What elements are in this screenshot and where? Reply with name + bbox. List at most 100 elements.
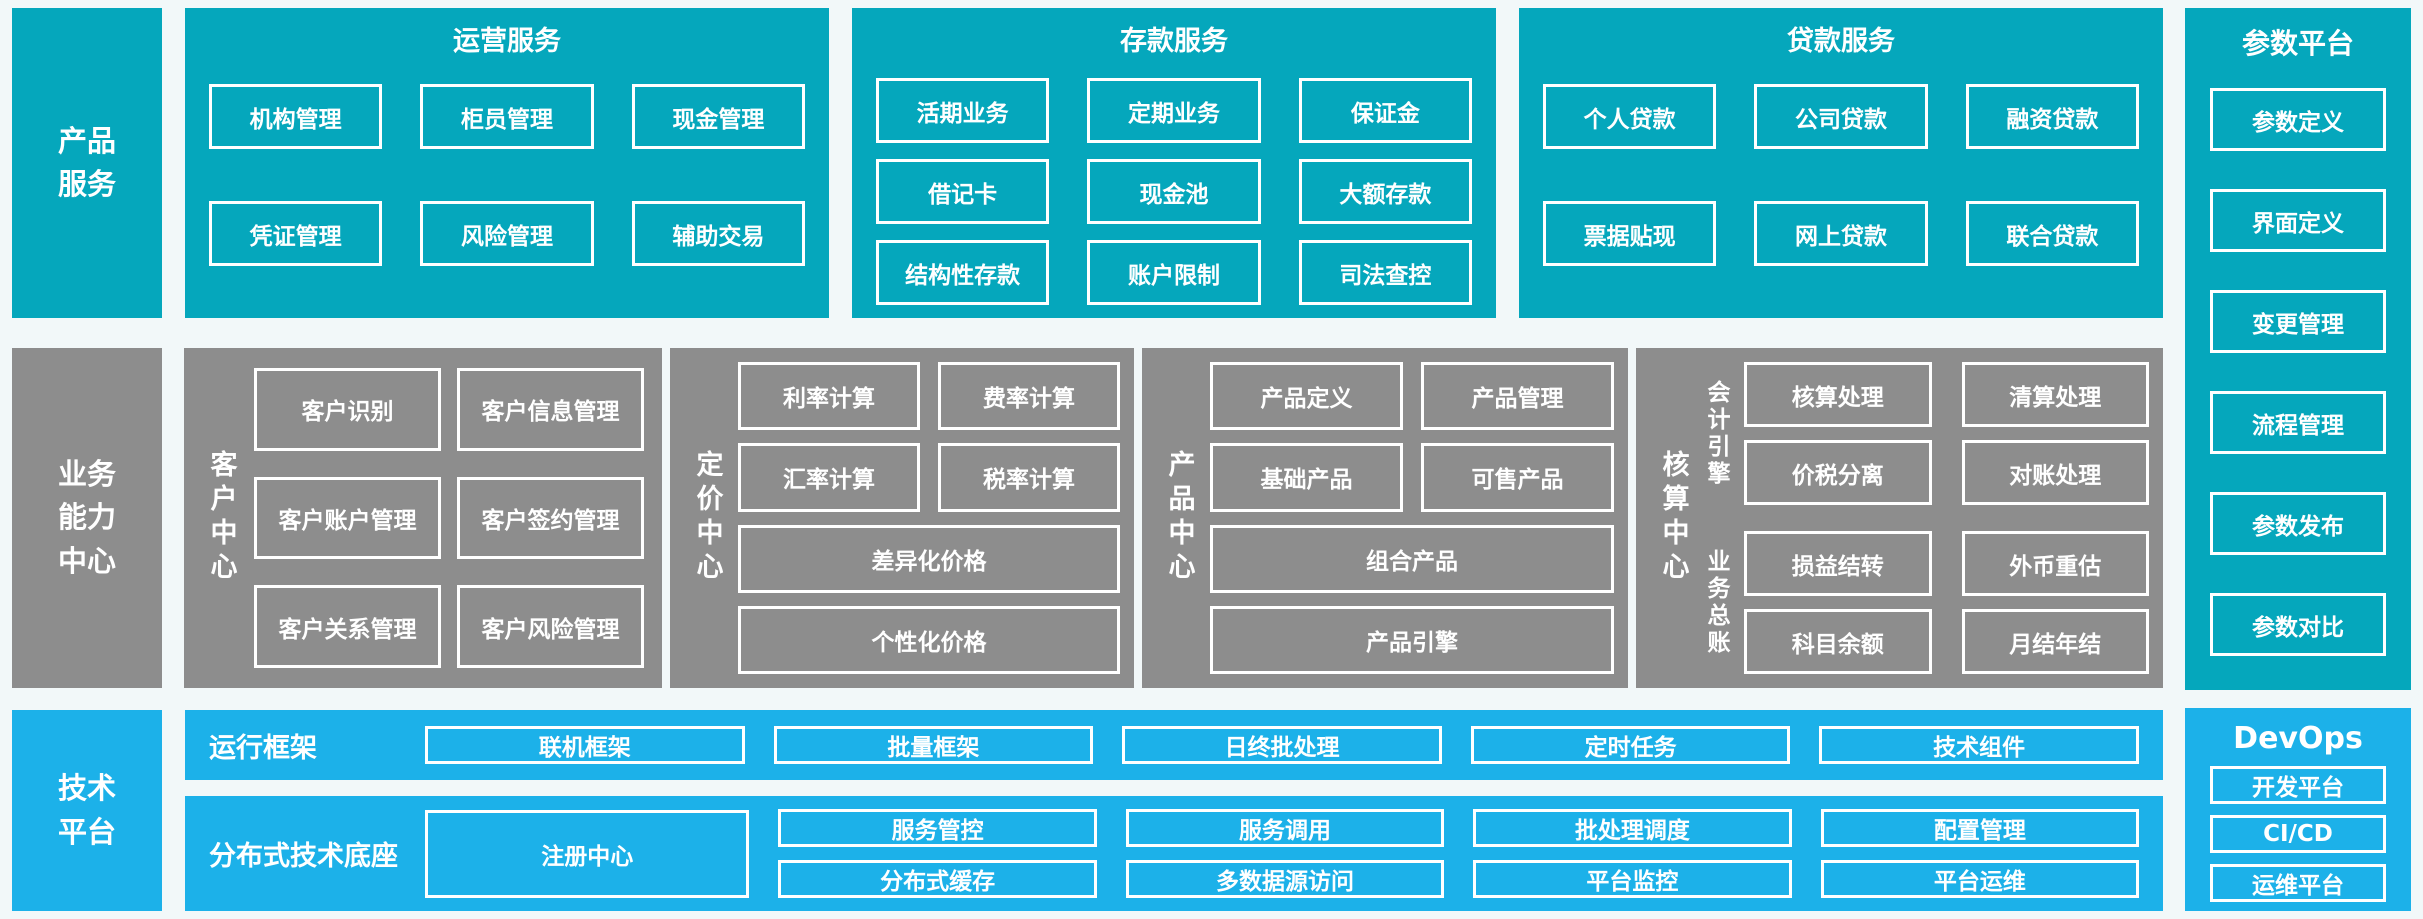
operations-service-box: 柜员管理: [420, 84, 594, 149]
pricing-box: 汇率计算: [738, 443, 920, 512]
product-center-section: 产品中心 产品定义 产品管理 基础产品 可售产品 组合产品 产品引擎: [1142, 348, 1628, 688]
business-capability-row: 业务 能力 中心 客户中心 客户识别 客户信息管理 客户账户管理 客户签约管理 …: [12, 348, 2163, 688]
customer-grid: 客户识别 客户信息管理 客户账户管理 客户签约管理 客户关系管理 客户风险管理: [244, 360, 648, 676]
product-services-sidebar-label: 产品 服务: [12, 8, 162, 318]
runtime-box: 联机框架: [425, 726, 745, 764]
product-box: 产品管理: [1421, 362, 1614, 431]
loan-service-box: 票据贴现: [1543, 201, 1717, 266]
customer-box: 客户关系管理: [254, 585, 441, 668]
operations-service-box: 现金管理: [631, 84, 805, 149]
business-ledger-grid: 损益结转 外币重估 科目余额 月结年结: [1744, 531, 2149, 674]
right-column: 参数平台 参数定义 界面定义 变更管理 流程管理 参数发布 参数对比 DevOp…: [2185, 8, 2411, 911]
operations-service-box: 风险管理: [420, 201, 594, 266]
devops-box: 运维平台: [2210, 864, 2386, 902]
accounting-engine-group: 会计引擎 核算处理 清算处理 价税分离 对账处理: [1696, 362, 2149, 505]
product-grid: 产品定义 产品管理 基础产品 可售产品 组合产品 产品引擎: [1202, 360, 1614, 676]
customer-box: 客户账户管理: [254, 476, 441, 560]
section-operations: 运营服务 机构管理 柜员管理 现金管理 凭证管理 风险管理 辅助交易: [185, 8, 829, 318]
accounting-box: 清算处理: [1961, 362, 2149, 427]
runtime-box: 日终批处理: [1122, 726, 1442, 764]
registry-center-box: 注册中心: [425, 809, 750, 898]
param-box: 变更管理: [2210, 290, 2386, 353]
pricing-grid: 利率计算 费率计算 汇率计算 税率计算 差异化价格 个性化价格: [730, 360, 1120, 676]
accounting-box: 月结年结: [1961, 609, 2149, 674]
business-ledger-label: 业务总账: [1703, 548, 1729, 657]
product-box: 基础产品: [1210, 443, 1403, 512]
param-box: 参数对比: [2210, 593, 2386, 656]
product-services-row: 产品 服务 运营服务 机构管理 柜员管理 现金管理 凭证管理 风险管理 辅助交易…: [12, 8, 2163, 318]
pricing-box: 费率计算: [938, 362, 1120, 431]
main-area: 产品 服务 运营服务 机构管理 柜员管理 现金管理 凭证管理 风险管理 辅助交易…: [12, 8, 2163, 911]
section-title: 运营服务: [453, 26, 561, 57]
distributed-box: 多数据源访问: [1125, 860, 1445, 898]
section-deposit: 存款服务 活期业务 定期业务 保证金 借记卡 现金池 大额存款 结构性存款 账户…: [852, 8, 1496, 318]
distributed-column: 服务调用 多数据源访问: [1125, 809, 1445, 898]
accounting-box: 外币重估: [1961, 531, 2149, 596]
accounting-center-section: 核算中心 会计引擎 核算处理 清算处理 价税分离 对账处理 业务总账: [1636, 348, 2163, 688]
loan-service-box: 融资贷款: [1965, 84, 2139, 149]
pricing-box: 税率计算: [938, 443, 1120, 512]
deposit-service-box: 大额存款: [1298, 159, 1472, 224]
param-platform-panel: 参数平台 参数定义 界面定义 变更管理 流程管理 参数发布 参数对比: [2185, 8, 2411, 690]
runtime-box: 批量框架: [773, 726, 1094, 764]
customer-box: 客户签约管理: [457, 476, 644, 560]
loan-grid: 个人贷款 公司贷款 融资贷款 票据贴现 网上贷款 联合贷款: [1543, 84, 2139, 266]
distributed-column: 服务管控 分布式缓存: [778, 809, 1097, 898]
section-loan: 贷款服务 个人贷款 公司贷款 融资贷款 票据贴现 网上贷款 联合贷款: [1519, 8, 2163, 318]
loan-service-box: 个人贷款: [1543, 84, 1717, 149]
runtime-grid: 联机框架 批量框架 日终批处理 定时任务 技术组件: [425, 726, 2139, 764]
distributed-column: 配置管理 平台运维: [1820, 809, 2140, 898]
product-center-label: 产品中心: [1163, 450, 1195, 586]
accounting-box: 损益结转: [1744, 531, 1932, 596]
param-boxes: 参数定义 界面定义 变更管理 流程管理 参数发布 参数对比: [2210, 88, 2386, 656]
loan-service-box: 公司贷款: [1754, 84, 1928, 149]
accounting-box: 对账处理: [1961, 440, 2149, 505]
distributed-box: 平台监控: [1473, 860, 1792, 898]
param-box: 参数发布: [2210, 492, 2386, 555]
operations-service-box: 辅助交易: [631, 201, 805, 266]
accounting-body: 会计引擎 核算处理 清算处理 价税分离 对账处理 业务总账 损益结转 外币重估: [1696, 360, 2149, 676]
devops-title: DevOps: [2233, 721, 2363, 756]
devops-box: 开发平台: [2210, 766, 2386, 804]
param-box: 流程管理: [2210, 391, 2386, 454]
pricing-box: 差异化价格: [738, 524, 1120, 593]
customer-box: 客户风险管理: [457, 585, 644, 668]
product-box: 可售产品: [1421, 443, 1614, 512]
distributed-box: 服务调用: [1125, 809, 1445, 847]
distributed-column: 批处理调度 平台监控: [1473, 809, 1792, 898]
deposit-service-box: 定期业务: [1087, 78, 1261, 143]
pricing-box: 个性化价格: [738, 605, 1120, 674]
deposit-grid: 活期业务 定期业务 保证金 借记卡 现金池 大额存款 结构性存款 账户限制 司法…: [876, 78, 1472, 305]
business-capability-sidebar-label: 业务 能力 中心: [12, 348, 162, 688]
deposit-service-box: 借记卡: [876, 159, 1050, 224]
loan-service-box: 联合贷款: [1965, 201, 2139, 266]
distributed-box: 配置管理: [1820, 809, 2140, 847]
tech-platform-row: 技术 平台 运行框架 联机框架 批量框架 日终批处理 定时任务 技术组件 分布式…: [12, 710, 2163, 911]
devops-boxes: 开发平台 CI/CD 运维平台: [2210, 766, 2386, 902]
operations-grid: 机构管理 柜员管理 现金管理 凭证管理 风险管理 辅助交易: [209, 84, 805, 266]
runtime-box: 定时任务: [1470, 726, 1791, 764]
distributed-box: 平台运维: [1820, 860, 2140, 898]
tech-platform-main: 运行框架 联机框架 批量框架 日终批处理 定时任务 技术组件 分布式技术底座 注…: [185, 710, 2163, 911]
customer-box: 客户识别: [254, 368, 441, 451]
product-box: 组合产品: [1210, 524, 1614, 593]
accounting-center-label: 核算中心: [1657, 450, 1689, 586]
runtime-box: 技术组件: [1819, 726, 2139, 764]
accounting-box: 核算处理: [1744, 362, 1932, 427]
accounting-box: 价税分离: [1744, 440, 1932, 505]
param-box: 参数定义: [2210, 88, 2386, 151]
loan-service-box: 网上贷款: [1754, 201, 1928, 266]
distributed-box: 服务管控: [778, 809, 1097, 847]
distributed-grid: 注册中心 服务管控 分布式缓存 服务调用 多数据源访问 批处理调度 平台监控: [425, 809, 2140, 898]
runtime-framework-row: 运行框架 联机框架 批量框架 日终批处理 定时任务 技术组件: [185, 710, 2163, 780]
pricing-box: 利率计算: [738, 362, 920, 431]
devops-panel: DevOps 开发平台 CI/CD 运维平台: [2185, 708, 2411, 911]
deposit-service-box: 活期业务: [876, 78, 1050, 143]
business-ledger-group: 业务总账 损益结转 外币重估 科目余额 月结年结: [1696, 531, 2149, 674]
product-box: 产品定义: [1210, 362, 1403, 431]
runtime-framework-label: 运行框架: [209, 732, 317, 764]
section-title: 贷款服务: [1787, 26, 1895, 57]
pricing-center-section: 定价中心 利率计算 费率计算 汇率计算 税率计算 差异化价格 个性化价格: [670, 348, 1134, 688]
deposit-service-box: 保证金: [1298, 78, 1472, 143]
